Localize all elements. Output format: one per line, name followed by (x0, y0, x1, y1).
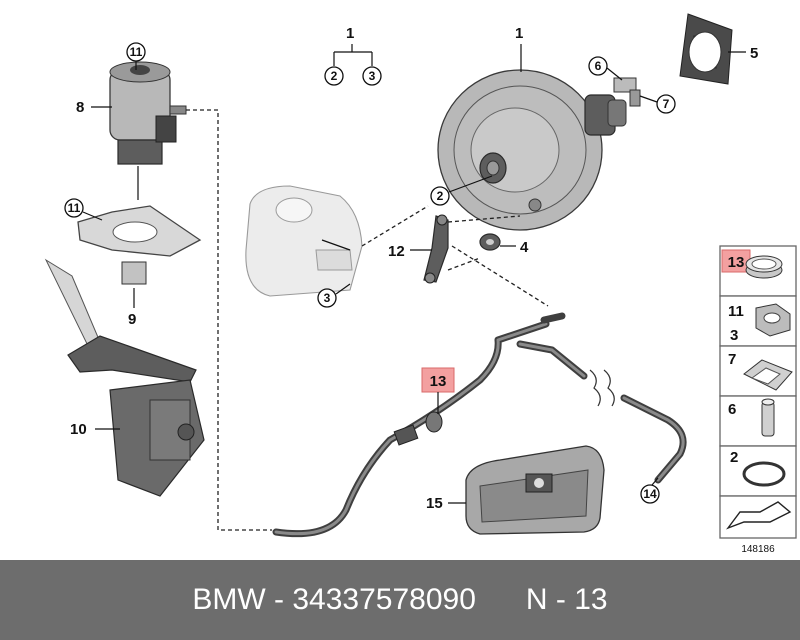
callout-2-rod: 2 (437, 189, 444, 203)
callout-3-reservoir: 3 (324, 291, 331, 305)
callout-14: 14 (643, 487, 657, 501)
pump-holder (44, 258, 205, 497)
sealing-washer (479, 233, 501, 251)
footer-separator: - (265, 583, 293, 616)
drawing-reference: 148186 (741, 544, 775, 555)
callout-11-bracket: 11 (68, 201, 81, 215)
callout-4: 4 (520, 239, 529, 256)
catalog-label-7: 7 (728, 351, 736, 368)
brake-booster (437, 69, 627, 231)
callout-12: 12 (388, 243, 405, 260)
parts-diagram: 1 2 3 1 6 7 5 (44, 13, 797, 555)
callout-1-top: 1 (346, 25, 354, 42)
callout-15: 15 (426, 495, 443, 512)
clevis-pin (613, 77, 641, 107)
vacuum-hose (272, 312, 687, 538)
pin-icon (761, 398, 775, 437)
callout-9: 9 (128, 311, 136, 328)
arrow-icon (726, 501, 792, 530)
footer-spacer (476, 583, 526, 617)
vacuum-sensor (423, 214, 449, 284)
footer-position: N - 13 (525, 583, 608, 616)
catalog-label-3: 3 (730, 327, 738, 344)
o-ring-icon (742, 461, 786, 487)
callout-group-1: 1 2 3 (324, 25, 382, 86)
protective-cover (465, 445, 605, 535)
catalog-label-2: 2 (730, 449, 738, 466)
part-footer: BMW - 34337578090 N - 13 (0, 560, 800, 640)
callout-7: 7 (663, 97, 670, 111)
hose-clamp-icon (745, 255, 783, 279)
callout-13-hose: 13 (430, 373, 447, 390)
footer-part-number: 34337578090 (292, 583, 476, 616)
callout-5: 5 (750, 45, 758, 62)
hex-nut-icon (755, 303, 791, 337)
pump-bracket (77, 205, 202, 257)
brake-fluid-reservoir (245, 185, 363, 297)
bracket-clip (121, 261, 147, 285)
callout-8: 8 (76, 99, 84, 116)
callout-6: 6 (595, 59, 602, 73)
catalog-column: 13 11 3 7 6 2 (719, 245, 797, 539)
vacuum-pump (109, 61, 187, 165)
catalog-label-6: 6 (728, 401, 736, 418)
catalog-label-13: 13 (728, 254, 745, 271)
callout-1-sub-2: 2 (331, 69, 338, 83)
callout-1-booster: 1 (515, 25, 523, 42)
callout-1-sub-3: 3 (369, 69, 376, 83)
spring-clip-icon (743, 359, 793, 391)
catalog-label-11: 11 (728, 303, 744, 320)
gasket (679, 13, 733, 85)
footer-brand: BMW (192, 583, 266, 616)
callout-10: 10 (70, 421, 87, 438)
callout-11-pump: 11 (130, 45, 143, 59)
